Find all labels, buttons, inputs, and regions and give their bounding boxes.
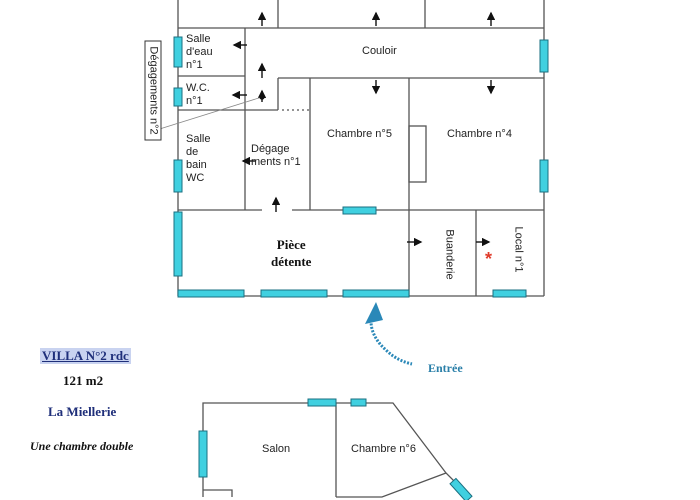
door-arrows [149, 11, 496, 247]
room-degagements-2-label: Dégagements n°2 [144, 40, 162, 141]
villa-title: VILLA N°2 rdc [40, 348, 131, 364]
window [173, 87, 183, 107]
room-salon-label: Salon [262, 443, 291, 455]
window [173, 36, 183, 68]
room-buanderie-label: Buanderie [443, 229, 456, 280]
bedroom-note: Une chambre double [30, 439, 134, 453]
room-chambre-6-label: Chambre n°6 [351, 443, 416, 455]
entry-label: Entrée [428, 361, 463, 375]
closet [408, 125, 427, 183]
site-name: La Miellerie [48, 404, 117, 419]
room-chambre-4-label: Chambre n°4 [447, 128, 512, 140]
entry-arrow-curve [369, 306, 413, 366]
window [260, 289, 328, 298]
wall-lower-corner [203, 489, 233, 497]
leader-dot [259, 94, 265, 100]
surface-area: 121 m2 [63, 373, 104, 388]
windows [173, 36, 549, 500]
room-local-1-label: Local n°1 [512, 226, 525, 273]
leader-line [149, 96, 263, 133]
window [342, 289, 410, 298]
room-wc-label: W.C.n°1 [186, 82, 210, 107]
window [350, 398, 367, 407]
room-chambre-5-label: Chambre n°5 [327, 128, 392, 140]
window [539, 39, 549, 73]
wall-lower-inner [336, 472, 447, 498]
window [307, 398, 337, 407]
window [198, 430, 208, 478]
window [177, 289, 245, 298]
window [173, 211, 183, 277]
entry-arrow [365, 302, 413, 366]
window [342, 206, 377, 215]
room-couloir-label: Couloir [362, 45, 397, 57]
window [449, 477, 473, 500]
window [492, 289, 527, 298]
star-marker-icon: * [485, 249, 493, 269]
window [173, 159, 183, 193]
window [539, 159, 549, 193]
entry-arrow-head-icon [365, 302, 383, 324]
